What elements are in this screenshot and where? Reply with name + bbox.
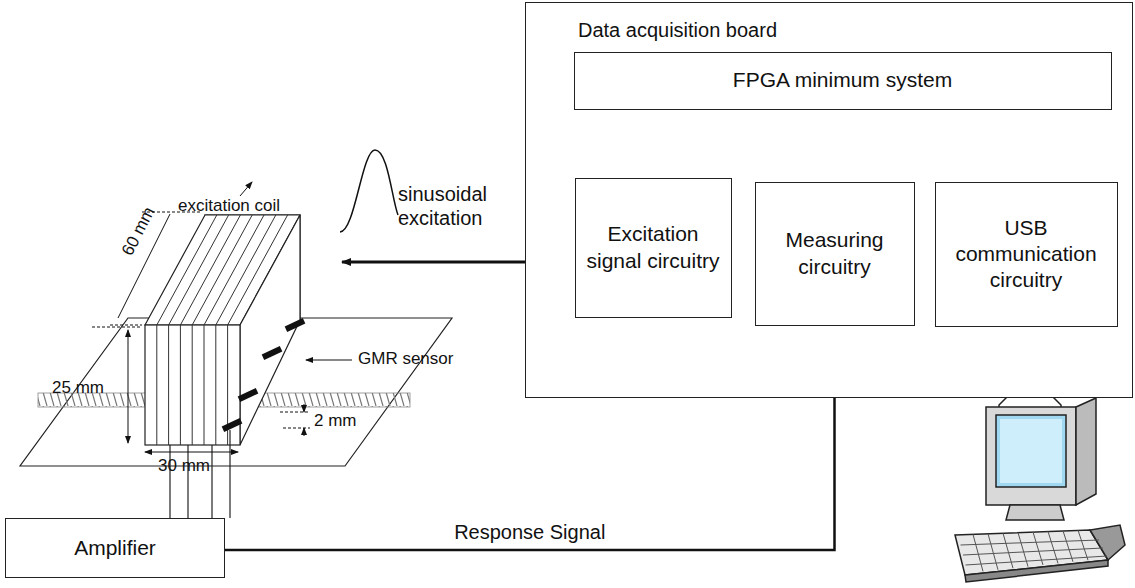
box-label: FPGA minimum system xyxy=(733,67,952,93)
stroke xyxy=(157,215,217,325)
coil-windings xyxy=(157,215,288,445)
stroke xyxy=(169,215,229,325)
stroke xyxy=(204,325,205,445)
stroke xyxy=(1048,531,1058,563)
annotation-label: 25 mm xyxy=(52,378,104,398)
stroke xyxy=(180,325,181,445)
stroke xyxy=(963,548,1103,555)
process-box: Amplifier xyxy=(5,518,225,578)
specimen-plate xyxy=(20,318,452,466)
process-box: Excitation signal circuitry xyxy=(575,178,732,318)
box-label: Measuring circuitry xyxy=(762,227,908,280)
stroke xyxy=(192,215,252,325)
dimension-lines xyxy=(92,182,352,452)
stroke xyxy=(1063,531,1073,562)
stroke xyxy=(966,556,1108,565)
gmr-sensor-array xyxy=(222,318,306,432)
keyboard-keys xyxy=(961,530,1108,571)
process-box: USB communication circuitry xyxy=(935,182,1118,327)
annotation-label: 30 mm xyxy=(158,456,210,476)
process-box: Measuring circuitry xyxy=(755,182,915,326)
sine-wave xyxy=(340,150,398,232)
stroke xyxy=(228,215,288,325)
excitation-coil xyxy=(145,215,300,445)
annotation-label: GMR sensor xyxy=(358,349,453,369)
panel-heading: Data acquisition board xyxy=(578,19,777,42)
annotation-label: sinusoidal excitation xyxy=(398,182,488,230)
stroke xyxy=(1078,530,1088,560)
edge-label: Response Signal xyxy=(451,521,608,544)
annotation-label: 2 mm xyxy=(314,411,357,431)
stroke xyxy=(204,215,264,325)
stroke xyxy=(216,215,276,325)
stroke xyxy=(180,215,240,325)
stroke xyxy=(215,325,216,445)
box-label: Amplifier xyxy=(74,535,156,561)
stroke xyxy=(156,325,157,445)
stroke xyxy=(961,540,1100,545)
stroke xyxy=(988,534,998,570)
box-label: Excitation signal circuitry xyxy=(582,221,725,274)
computer-icon xyxy=(955,395,1125,582)
stroke xyxy=(973,534,983,571)
process-box: FPGA minimum system xyxy=(574,52,1112,110)
board-panel: Data acquisition boardFPGA minimum syste… xyxy=(525,2,1133,398)
stroke xyxy=(192,325,193,445)
box-label: USB communication circuitry xyxy=(942,215,1111,294)
stroke xyxy=(168,325,169,445)
annotation-label: excitation coil xyxy=(178,196,280,216)
annotation-label: 60 mm xyxy=(118,204,160,260)
